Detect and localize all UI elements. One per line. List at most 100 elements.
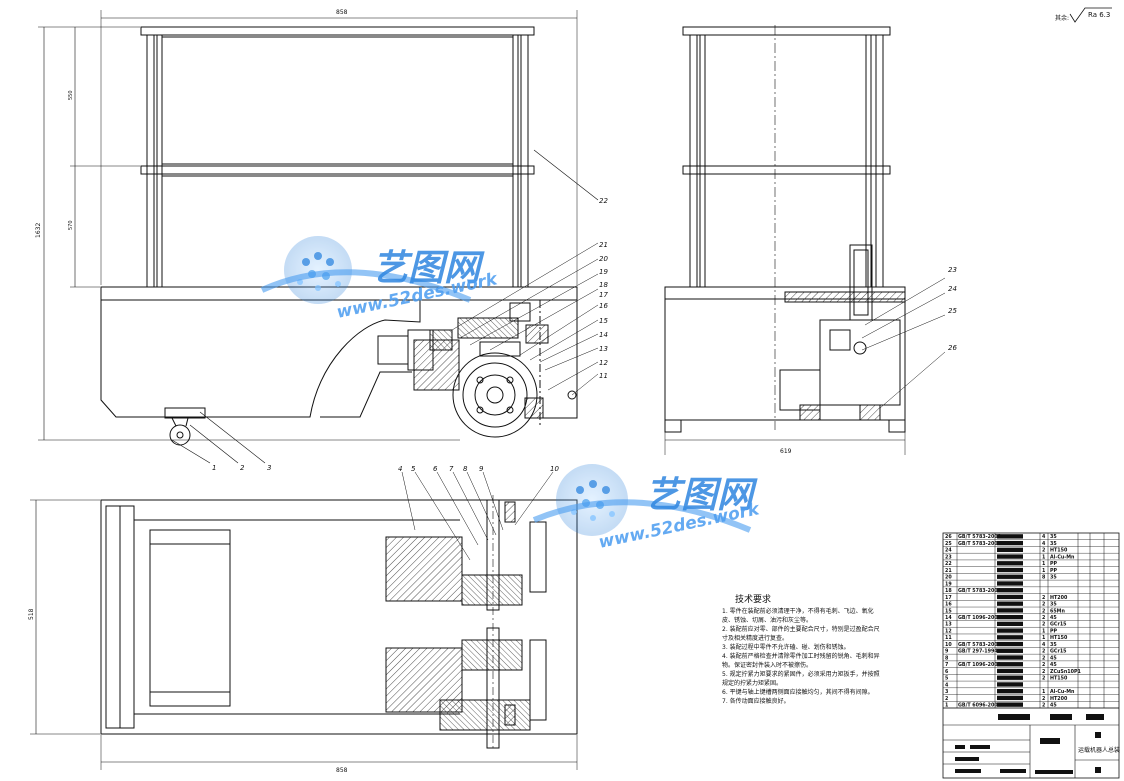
bom-name-block	[997, 668, 1023, 674]
bom-cell-material: 45	[1050, 662, 1057, 668]
tech-line: 4. 装配前严格检查并清除零件加工时残留的锐角、毛刺和异	[722, 652, 880, 660]
dim-shelf-lower: 570	[68, 220, 74, 230]
bom-name-block	[997, 534, 1023, 539]
bom-cell-material: 65Mn	[1050, 608, 1065, 614]
bom-cell-material: GCr15	[1050, 622, 1067, 628]
balloon-numbers: 1 2 3 4 5 6 7 8 9 10 11 12 13 14 15 16 1…	[212, 197, 957, 473]
bom-cell-no: 2	[945, 696, 948, 702]
bom-cell-material: HT150	[1050, 676, 1068, 682]
bom-name-block	[997, 561, 1023, 566]
bom-name-block	[997, 641, 1023, 647]
bom-cell-qty: 2	[1042, 703, 1045, 709]
bom-cell-material: HT200	[1050, 696, 1068, 702]
bom-cell-no: 21	[945, 568, 952, 574]
balloon-11: 11	[599, 372, 608, 380]
tech-line: 3. 装配过程中零件不允许磕、碰、划伤和锈蚀。	[722, 643, 850, 651]
tech-line: 2. 装配前应对零、部件的主要配合尺寸，特别是过盈配合尺	[722, 625, 880, 633]
bom-name-block	[997, 648, 1023, 653]
roughness-value: Ra 6.3	[1088, 11, 1110, 19]
tech-line: 寸及相关精度进行复查。	[722, 634, 788, 642]
bom-cell-code: GB/T 1096-2003	[958, 615, 1001, 621]
bom-name-block	[997, 662, 1023, 667]
tech-line: 7. 各传动面应接触良好。	[722, 697, 790, 705]
bom-name-block	[997, 702, 1023, 707]
balloon-22: 22	[599, 197, 608, 205]
bom-name-block	[997, 614, 1023, 620]
tech-line: 1. 零件在装配前必须清理干净，不得有毛刺、飞边、氧化	[722, 607, 874, 615]
balloon-8: 8	[463, 465, 468, 473]
bom-cell-no: 7	[945, 662, 948, 668]
bom-cell-material: 35	[1050, 541, 1057, 547]
bom-cell-qty: 2	[1042, 608, 1045, 614]
bom-cell-material: PP	[1050, 568, 1058, 574]
bom-cell-material: 45	[1050, 655, 1057, 661]
bom-cell-no: 19	[945, 581, 952, 587]
balloon-14: 14	[599, 331, 608, 339]
bom-cell-qty: 1	[1042, 554, 1045, 560]
side-view-dims: 619	[780, 448, 792, 455]
bom-name-block	[997, 540, 1023, 546]
bom-cell-no: 5	[945, 676, 948, 682]
bom-cell-qty: 4	[1042, 541, 1046, 547]
bom-name-block	[997, 655, 1023, 660]
bom-cell-no: 20	[945, 575, 952, 581]
bom-cell-no: 24	[945, 548, 952, 554]
dim-shelf-upper: 550	[68, 90, 74, 100]
dim-height: 1632	[35, 223, 42, 238]
bom-cell-code: GB/T 297-1994	[958, 649, 998, 655]
bom-name-block	[997, 547, 1023, 552]
bom-cell-material: Al-Cu-Mn	[1050, 689, 1075, 695]
bom-cell-no: 12	[945, 628, 952, 634]
bom-cell-qty: 2	[1042, 655, 1045, 661]
bom-cell-no: 3	[945, 689, 948, 695]
bom-name-block	[997, 635, 1023, 640]
front-view-dims: 858 1632 550 570	[35, 9, 348, 238]
bom-cell-code: GB/T 5783-2000	[958, 541, 1002, 547]
bom-cell-no: 17	[945, 595, 952, 601]
bom-cell-qty: 4	[1042, 642, 1046, 648]
bom-name-block	[997, 695, 1023, 701]
bom-cell-no: 9	[945, 649, 949, 655]
watermark-title: 艺图网	[372, 248, 485, 289]
bom-cell-no: 26	[945, 534, 952, 540]
bom-cell-material: 35	[1050, 642, 1057, 648]
balloon-10: 10	[550, 465, 559, 473]
bom-cell-code: GB/T 5783-2000	[958, 642, 1002, 648]
roughness-prefix: 其余:	[1055, 14, 1069, 22]
bom-cell-no: 16	[945, 602, 952, 608]
bom-cell-qty: 1	[1042, 635, 1045, 641]
balloon-26: 26	[948, 344, 957, 352]
side-view	[664, 25, 946, 455]
technical-requirements: 技术要求 1. 零件在装配前必须清理干净，不得有毛刺、飞边、氧化 皮、锈蚀、切屑…	[722, 593, 880, 705]
tech-line: 物。保证密封件装入时不被擦伤。	[722, 661, 812, 669]
dim-side-width: 619	[780, 448, 792, 455]
bom-cell-qty: 2	[1042, 662, 1045, 668]
bom-cell-no: 14	[945, 615, 952, 621]
bom-cell-qty: 2	[1042, 649, 1045, 655]
bom-cell-code: GB/T 5783-2000	[958, 534, 1002, 540]
dim-front-width: 858	[336, 9, 348, 16]
bom-cell-material: PP	[1050, 628, 1058, 634]
bom-cell-no: 6	[945, 669, 949, 675]
bom-cell-qty: 8	[1042, 575, 1046, 581]
balloon-25: 25	[948, 307, 957, 315]
balloon-2: 2	[240, 464, 245, 472]
bom-cell-material: HT150	[1050, 548, 1068, 554]
balloon-12: 12	[599, 359, 608, 367]
bom-cell-no: 13	[945, 622, 952, 628]
bom-cell-qty: 2	[1042, 548, 1045, 554]
bom-cell-qty: 2	[1042, 669, 1045, 675]
